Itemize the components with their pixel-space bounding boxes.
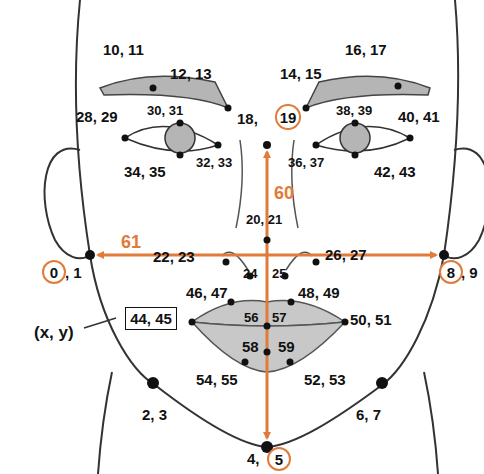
node-text: 19 bbox=[280, 110, 297, 125]
landmark-number: 10, 11 bbox=[103, 42, 144, 57]
node-text: 5 bbox=[275, 452, 283, 467]
landmark-number: 32, 33 bbox=[196, 156, 232, 169]
landmark-number: 42, 43 bbox=[374, 164, 416, 179]
landmark-number: 34, 35 bbox=[124, 164, 166, 179]
landmark-number: 16, 17 bbox=[345, 42, 387, 57]
landmark-number: 57 bbox=[272, 311, 286, 324]
measure-label: 60 bbox=[274, 184, 294, 202]
landmark-number: 2, 3 bbox=[142, 407, 167, 422]
landmark-number: 56 bbox=[244, 311, 258, 324]
landmark-number: , 9 bbox=[461, 265, 478, 280]
landmark-number: 6, 7 bbox=[356, 407, 381, 422]
measure-label: 61 bbox=[121, 233, 141, 251]
coordinate-box: 44, 45 bbox=[125, 307, 177, 330]
landmark-number: 50, 51 bbox=[350, 312, 392, 327]
landmark-number: 58 bbox=[242, 339, 259, 354]
circled-number: 19 bbox=[275, 104, 301, 130]
landmark-number: , 1 bbox=[65, 265, 82, 280]
circled-number: 8 bbox=[439, 260, 463, 284]
landmark-number: 30, 31 bbox=[147, 104, 183, 117]
landmark-number: 59 bbox=[278, 339, 295, 354]
landmark-number: 12, 13 bbox=[170, 66, 212, 81]
node-text: 0 bbox=[50, 265, 58, 280]
circled-number: 5 bbox=[267, 447, 291, 471]
landmark-number: 24 bbox=[243, 267, 257, 280]
node-text: 44, 45 bbox=[130, 311, 172, 326]
landmark-number: 20, 21 bbox=[246, 213, 282, 226]
landmark-number: (x, y) bbox=[34, 324, 74, 341]
landmark-number: 26, 27 bbox=[325, 247, 367, 262]
landmark-number: 28, 29 bbox=[76, 109, 118, 124]
landmark-number: 4, bbox=[247, 451, 260, 466]
landmark-number: 14, 15 bbox=[280, 66, 322, 81]
landmark-number: 38, 39 bbox=[336, 104, 372, 117]
node-text: 8 bbox=[447, 265, 455, 280]
landmark-number: 52, 53 bbox=[304, 372, 346, 387]
landmark-number: 25 bbox=[272, 267, 286, 280]
landmark-number: 46, 47 bbox=[186, 285, 228, 300]
landmark-number: 22, 23 bbox=[153, 249, 195, 264]
circled-number: 0 bbox=[42, 260, 66, 284]
landmark-number: 18, bbox=[237, 111, 258, 126]
landmark-number: 40, 41 bbox=[398, 109, 440, 124]
landmark-number: 48, 49 bbox=[298, 285, 340, 300]
landmark-number: 54, 55 bbox=[196, 372, 238, 387]
landmark-number: 36, 37 bbox=[288, 156, 324, 169]
